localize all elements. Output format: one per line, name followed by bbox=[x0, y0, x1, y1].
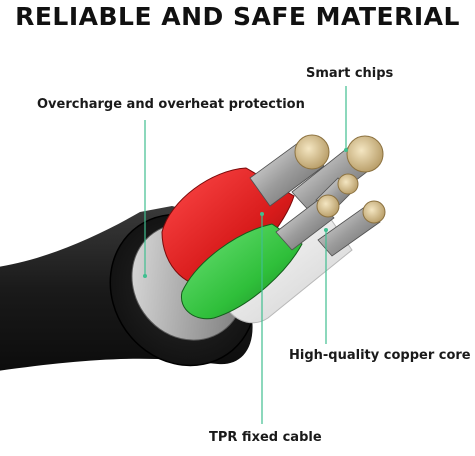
white-wire-strands-c bbox=[317, 205, 381, 257]
copper-core-3 bbox=[337, 173, 359, 195]
leader-dot-tpr-cable bbox=[260, 212, 264, 216]
copper-core-5 bbox=[362, 200, 386, 224]
headline: RELIABLE AND SAFE MATERIAL bbox=[15, 2, 460, 31]
callout-overcharge-protection: Overcharge and overheat protection bbox=[37, 97, 305, 112]
callout-copper-core: High-quality copper core bbox=[289, 348, 471, 363]
copper-core-2 bbox=[346, 135, 384, 173]
copper-core-1 bbox=[294, 134, 330, 170]
leader-dot-overcharge bbox=[143, 274, 147, 278]
leader-dot-smart-chips bbox=[344, 148, 348, 152]
callout-tpr-cable: TPR fixed cable bbox=[209, 430, 322, 445]
green-wire-insulation bbox=[180, 223, 303, 320]
callout-leader-lines bbox=[144, 86, 347, 424]
callout-smart-chips: Smart chips bbox=[306, 66, 394, 81]
callout-leader-dots bbox=[143, 148, 348, 278]
copper-core-4 bbox=[316, 194, 340, 218]
leader-dot-copper-core bbox=[324, 228, 328, 232]
